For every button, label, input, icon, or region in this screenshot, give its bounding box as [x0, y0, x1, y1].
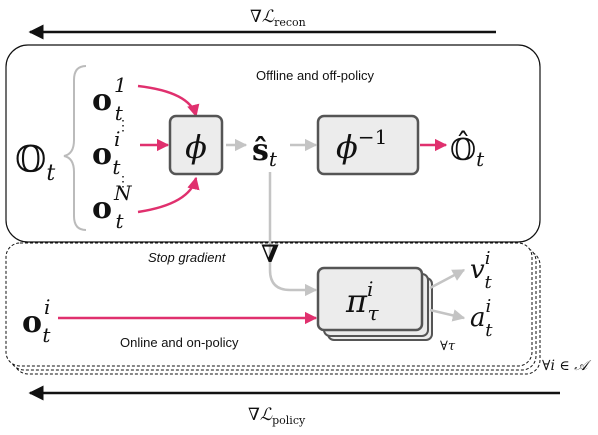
stop-gradient-label: Stop gradient — [148, 250, 227, 265]
for-all-tau: ∀τ — [440, 339, 456, 354]
recon-gradient-label: ∇ℒrecon — [250, 7, 306, 29]
stop-gradient-symbol: ∇ — [261, 239, 279, 268]
offline-label: Offline and off-policy — [256, 68, 375, 83]
offline-panel — [5, 44, 541, 243]
phi-inverse-box — [316, 114, 420, 176]
arrow-pi-v — [429, 268, 466, 290]
phi-inverse-symbol: ϕ−1 — [336, 125, 387, 166]
vdots-1: ⋮ — [116, 118, 130, 134]
s-hat: ŝt — [252, 133, 278, 171]
policy-gradient-label: ∇ℒpolicy — [248, 405, 306, 427]
O-hat: 𝕆̂t — [450, 131, 485, 171]
arrow-shat-pi — [268, 172, 318, 297]
arrow-pi-a — [429, 308, 466, 322]
arrow-obsN-phi — [137, 176, 200, 214]
phi-symbol: ϕ — [185, 128, 207, 166]
phi-box — [168, 114, 224, 176]
brace — [63, 65, 87, 231]
vdots-2: ⋮ — [116, 174, 130, 190]
for-all-agents: ∀i ∈ 𝒜 — [542, 358, 591, 374]
online-label: Online and on-policy — [120, 335, 239, 350]
arrow-obs1-phi — [137, 84, 200, 118]
pi-box — [316, 266, 424, 332]
O-t-symbol: 𝕆t — [15, 140, 55, 186]
